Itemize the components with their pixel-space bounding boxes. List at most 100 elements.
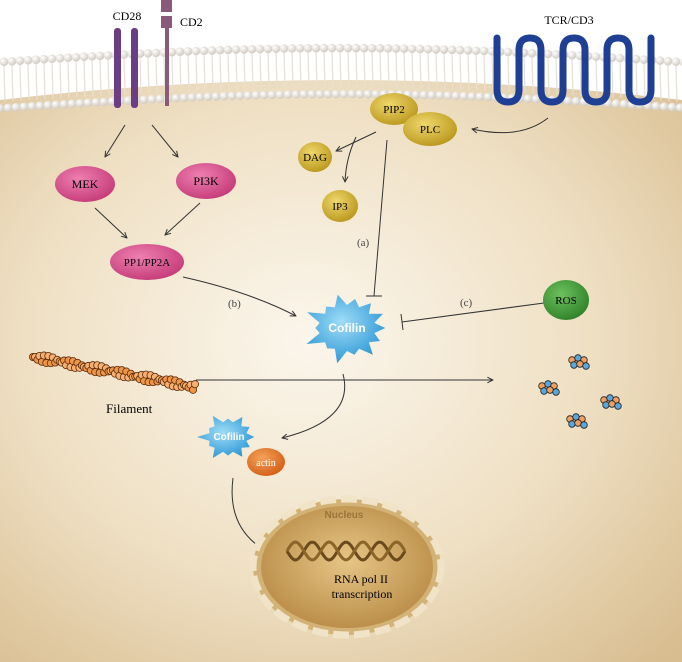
lipid-head-inner — [235, 91, 245, 100]
arrow-pp-cofilin — [182, 276, 296, 316]
fragment-bead — [576, 360, 584, 368]
lipid-tail — [555, 58, 558, 95]
ip3-node: IP3 — [322, 190, 358, 222]
lipid-head-inner — [411, 90, 421, 100]
lipid-tail — [91, 60, 94, 97]
cd2-head-top — [161, 0, 172, 12]
lipid-head-outer — [175, 47, 185, 56]
inhibit-bar-c — [400, 313, 404, 331]
cd2-receptor: CD2 — [161, 0, 203, 106]
lipid-head-outer — [199, 46, 209, 55]
arrow-cd28-pi3k — [151, 124, 178, 157]
lipid-tail — [147, 57, 150, 94]
dna-strand — [285, 540, 407, 562]
cd2-head-bottom — [161, 16, 172, 28]
lipid-tail — [179, 55, 182, 92]
lipid-head-outer — [471, 46, 481, 55]
lipid-head-inner — [443, 91, 453, 100]
lipid-head-inner — [211, 92, 221, 101]
lipid-head-inner — [371, 89, 381, 99]
lipid-head-outer — [47, 54, 57, 63]
cd2-label: CD2 — [180, 15, 203, 29]
lipid-tail — [315, 52, 318, 89]
lipid-tail — [443, 53, 446, 90]
lipid-head-inner — [339, 89, 349, 99]
lipid-head-inner — [11, 102, 21, 112]
ros-ellipse — [543, 280, 589, 320]
lipid-tail — [579, 59, 582, 96]
lipid-head-outer — [479, 46, 489, 56]
lipid-tail — [339, 51, 342, 89]
nucleus: Nucleus RNA pol II transcription — [249, 495, 445, 639]
lipid-head-outer — [191, 46, 201, 56]
cofilin-node: Cofilin — [306, 294, 386, 364]
arrow-pi3k-pp — [165, 202, 201, 235]
inhibition-lines — [366, 139, 545, 331]
lipid-tail — [195, 54, 198, 92]
pip2-label: PIP2 — [383, 104, 404, 116]
lipid-head-outer — [391, 44, 401, 53]
pp1pp2a-ellipse — [110, 244, 184, 280]
lipid-head-inner — [267, 90, 277, 100]
actin-monomer — [247, 448, 285, 476]
lipid-tail — [571, 59, 574, 96]
lipid-tail — [483, 54, 486, 91]
fragment-bead — [544, 380, 552, 388]
lipid-head-inner — [459, 91, 469, 101]
cytoplasm — [0, 80, 682, 662]
lipid-tail — [371, 52, 374, 89]
lipid-tail — [379, 52, 382, 89]
pip2-node: PIP2 — [370, 93, 418, 125]
fragment-bead — [572, 413, 580, 421]
lipid-tail — [635, 63, 638, 100]
lipid-tail — [459, 54, 462, 91]
lipid-head-inner — [75, 98, 85, 108]
arrow-pip2-dag — [336, 131, 377, 151]
fragment-bead — [574, 354, 582, 362]
lipid-head-outer — [407, 44, 417, 54]
pathway-label-b: (b) — [228, 298, 241, 310]
lipid-head-outer — [239, 45, 249, 54]
lipid-head-inner — [667, 102, 677, 112]
lipid-tail — [227, 53, 230, 90]
lipid-head-inner — [155, 94, 165, 104]
lipid-head-outer — [23, 55, 33, 65]
lipid-tail — [523, 56, 526, 93]
dag-node: DAG — [298, 142, 332, 172]
lipid-head-inner — [323, 89, 333, 99]
lipid-head-inner — [619, 99, 629, 109]
nucleoplasm — [261, 506, 433, 628]
lipid-head-outer — [655, 56, 665, 65]
lipid-tail — [299, 52, 302, 89]
lipid-head-inner — [243, 91, 253, 100]
lipid-head-outer — [679, 58, 682, 66]
inhibit-pip2-cofilin — [373, 139, 388, 297]
lipid-tail — [331, 51, 334, 89]
lipid-head-inner — [35, 101, 45, 110]
pi3k-node: PI3K — [176, 163, 236, 199]
arrow-cofilin-complex — [282, 373, 346, 438]
complex-cofilin-starburst — [197, 415, 255, 458]
arrow-cd28-mek — [105, 124, 126, 157]
cd28-label: CD28 — [113, 9, 142, 23]
lipid-head-inner — [67, 99, 77, 108]
lipid-tail — [419, 52, 422, 89]
lipid-tail — [99, 59, 102, 96]
lipid-head-inner — [475, 92, 485, 101]
plc-ellipse — [403, 112, 457, 146]
lipid-tail — [43, 63, 46, 100]
lipid-head-inner — [227, 91, 237, 101]
lipid-head-outer — [71, 52, 81, 62]
lipid-head-inner — [275, 90, 285, 99]
lipid-tail — [163, 56, 166, 93]
lipid-head-inner — [283, 90, 293, 99]
actin-label: actin — [256, 458, 275, 469]
lipid-tail — [107, 59, 110, 96]
lipid-tail — [291, 52, 294, 89]
lipid-head-inner — [467, 92, 477, 101]
lipid-head-outer — [567, 50, 577, 60]
pathway-label-a: (a) — [357, 237, 370, 249]
lipid-head-inner — [3, 103, 13, 113]
lipid-head-inner — [91, 97, 101, 107]
lipid-tail — [427, 53, 430, 90]
